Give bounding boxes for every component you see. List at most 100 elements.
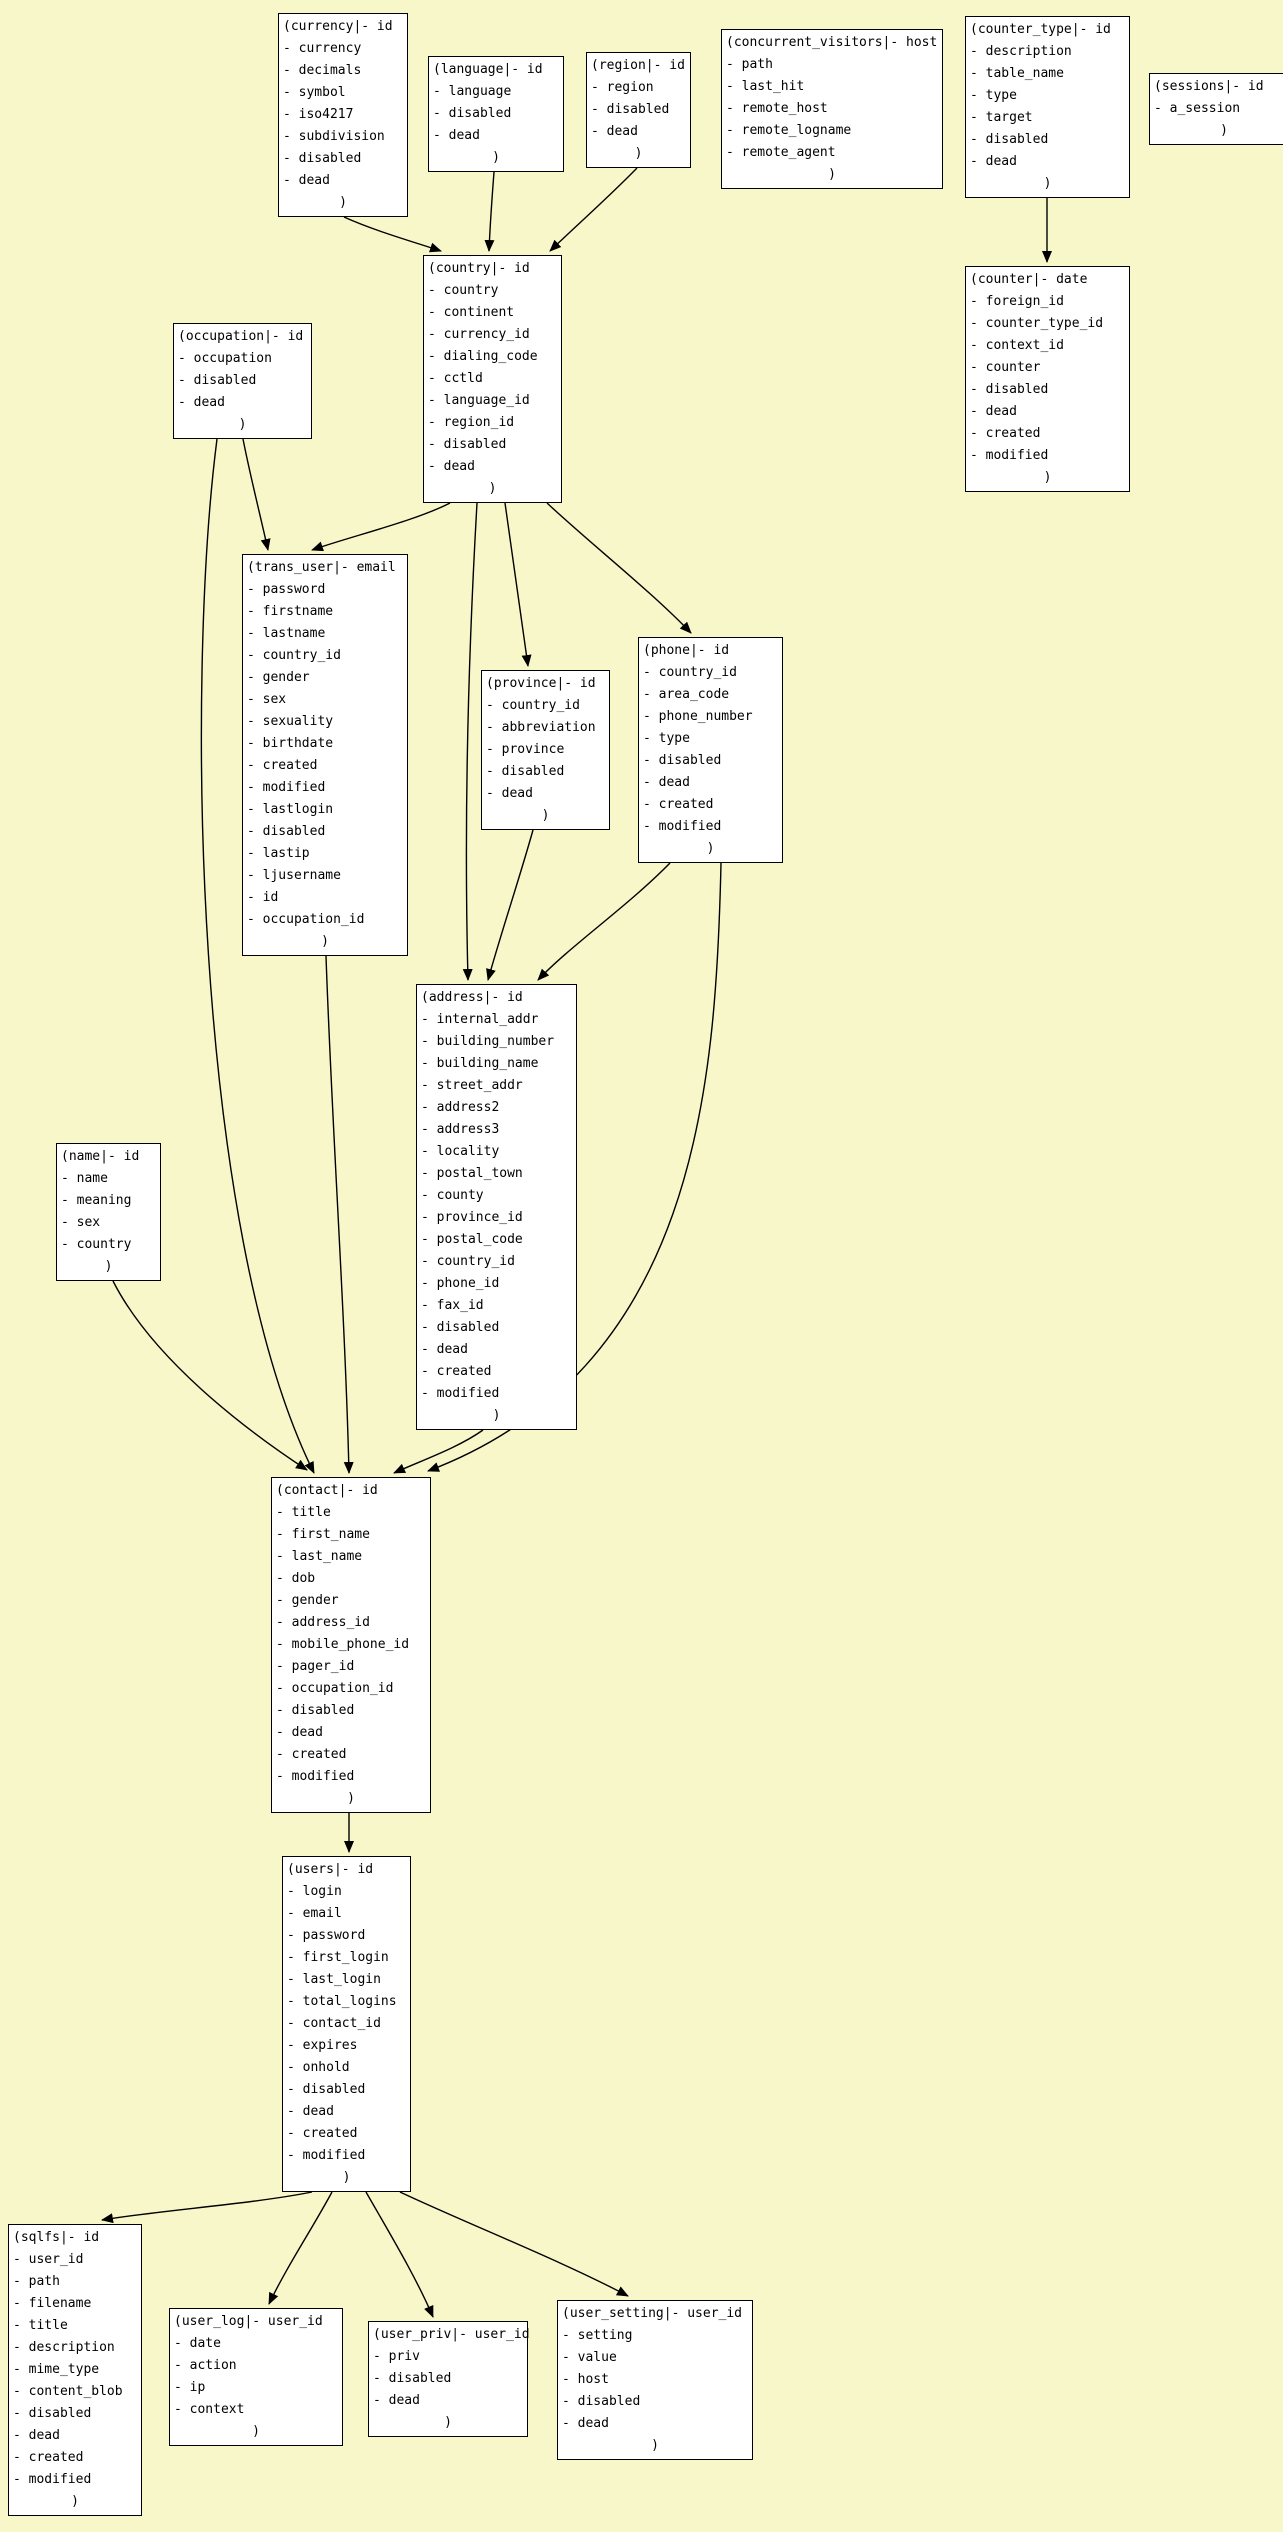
table-close-paren: ) bbox=[347, 1791, 355, 1806]
table-title: (contact|- id bbox=[276, 1483, 378, 1498]
table-field: - dead bbox=[591, 124, 638, 139]
table-field: - country_id bbox=[486, 698, 580, 713]
table-field: - disabled bbox=[562, 2394, 641, 2409]
table-field: - target bbox=[970, 110, 1033, 125]
table-field: - country bbox=[428, 283, 499, 298]
table-field: - first_login bbox=[287, 1950, 389, 1965]
table-field: - postal_town bbox=[421, 1166, 523, 1181]
table-field: - dead bbox=[486, 786, 533, 801]
edge-country-to-trans_user bbox=[311, 502, 451, 552]
table-field: - country_id bbox=[643, 665, 737, 680]
edge-users-to-user_log bbox=[268, 2191, 333, 2305]
table-field: - disabled bbox=[643, 753, 722, 768]
table-field: - sex bbox=[61, 1215, 101, 1230]
table-field: - created bbox=[247, 758, 318, 773]
table-field: - email bbox=[287, 1906, 342, 1921]
edge-region-to-country bbox=[549, 167, 638, 252]
table-field: - disabled bbox=[287, 2082, 366, 2097]
table-country: (country|- id - country - continent - curre… bbox=[423, 255, 562, 503]
table-field: - date bbox=[174, 2336, 221, 2351]
table-field: - contact_id bbox=[287, 2016, 381, 2031]
table-name: (name|- id- name- meaning- sex- country) bbox=[56, 1143, 161, 1281]
table-title: (country|- id bbox=[428, 261, 530, 276]
table-field: - path bbox=[726, 57, 773, 72]
table-field: - dialing_code bbox=[428, 349, 538, 364]
table-field: - building_number bbox=[421, 1034, 555, 1049]
table-user_setting: (user_setting|- user_id- setting- value-… bbox=[557, 2300, 753, 2460]
table-field: - language bbox=[433, 84, 512, 99]
table-field: - disabled bbox=[433, 106, 512, 121]
table-field: - dead bbox=[643, 775, 690, 790]
table-field: - dead bbox=[433, 128, 480, 143]
table-field: - dead bbox=[428, 459, 475, 474]
table-field: - country_id bbox=[247, 648, 341, 663]
table-field: - context bbox=[174, 2402, 245, 2417]
table-field: - created bbox=[287, 2126, 358, 2141]
table-field: - dead bbox=[562, 2416, 609, 2431]
table-field: - modified bbox=[643, 819, 722, 834]
table-field: - occupation_id bbox=[247, 912, 365, 927]
edge-province-to-address bbox=[486, 829, 534, 981]
table-title: (trans_user|- email bbox=[247, 560, 396, 575]
table-field: - expires bbox=[287, 2038, 358, 2053]
table-field: - counter bbox=[970, 360, 1041, 375]
table-field: - currency bbox=[283, 41, 362, 56]
table-field: - continent bbox=[428, 305, 515, 320]
table-field: - region_id bbox=[428, 415, 515, 430]
table-title: (counter_type|- id bbox=[970, 22, 1111, 37]
table-field: - disabled bbox=[247, 824, 326, 839]
table-sessions: (sessions|- id- a_session) bbox=[1149, 73, 1283, 145]
table-field: - occupation bbox=[178, 351, 272, 366]
table-close-paren: ) bbox=[238, 417, 247, 432]
table-field: - modified bbox=[970, 448, 1049, 463]
table-field: - onhold bbox=[287, 2060, 350, 2075]
table-field: - first_name bbox=[276, 1527, 370, 1542]
table-field: - ip bbox=[174, 2380, 206, 2395]
table-user_log: (user_log|- user_id- date- action- ip- c… bbox=[169, 2308, 343, 2446]
table-field: - filename bbox=[13, 2296, 92, 2311]
table-field: - dead bbox=[13, 2428, 60, 2443]
table-counter: (counter|- date- foreign_id- counter_typ… bbox=[965, 266, 1130, 492]
table-field: - dead bbox=[421, 1342, 468, 1357]
table-title: (sessions|- id bbox=[1154, 79, 1264, 94]
table-field: - foreign_id bbox=[970, 294, 1064, 309]
table-field: - decimals bbox=[283, 63, 362, 78]
table-field: - modified bbox=[421, 1386, 500, 1401]
table-field: - disabled bbox=[970, 382, 1049, 397]
table-field: - modified bbox=[287, 2148, 366, 2163]
table-field: - modified bbox=[247, 780, 326, 795]
table-field: - phone_id bbox=[421, 1276, 500, 1291]
table-field: - abbreviation bbox=[486, 720, 596, 735]
table-field: - disabled bbox=[373, 2371, 452, 2386]
table-field: - created bbox=[276, 1747, 347, 1762]
table-province: (province|- id- country_id- abbreviation… bbox=[481, 670, 610, 830]
table-field: - sexuality bbox=[247, 714, 334, 729]
edge-country-to-address bbox=[462, 502, 478, 981]
edge-occupation-to-contact bbox=[200, 438, 315, 1474]
table-field: - currency_id bbox=[428, 327, 530, 342]
table-phone: (phone|- id- country_id- area_code- phon… bbox=[638, 637, 783, 863]
table-field: - phone_number bbox=[643, 709, 753, 724]
table-field: - last_name bbox=[276, 1549, 363, 1564]
table-field: - dead bbox=[373, 2393, 420, 2408]
table-field: - value bbox=[562, 2350, 617, 2365]
table-title: (counter|- date bbox=[970, 272, 1088, 287]
table-field: - area_code bbox=[643, 687, 730, 702]
table-title: (name|- id bbox=[61, 1149, 140, 1164]
table-field: - address_id bbox=[276, 1615, 370, 1630]
table-field: - building_name bbox=[421, 1056, 539, 1071]
table-field: - sex bbox=[247, 692, 287, 707]
table-close-paren: ) bbox=[492, 1408, 501, 1423]
table-field: - a_session bbox=[1154, 101, 1241, 116]
edge-name-to-contact bbox=[112, 1280, 308, 1471]
table-title: (address|- id bbox=[421, 990, 523, 1005]
table-field: - disabled bbox=[428, 437, 507, 452]
edge-trans_user-to-contact bbox=[325, 955, 354, 1474]
table-field: - dead bbox=[287, 2104, 334, 2119]
table-field: - ljusername bbox=[247, 868, 341, 883]
table-field: - path bbox=[13, 2274, 60, 2289]
table-close-paren: ) bbox=[71, 2494, 79, 2509]
table-field: - disabled bbox=[970, 132, 1049, 147]
table-close-paren: ) bbox=[1043, 176, 1052, 191]
